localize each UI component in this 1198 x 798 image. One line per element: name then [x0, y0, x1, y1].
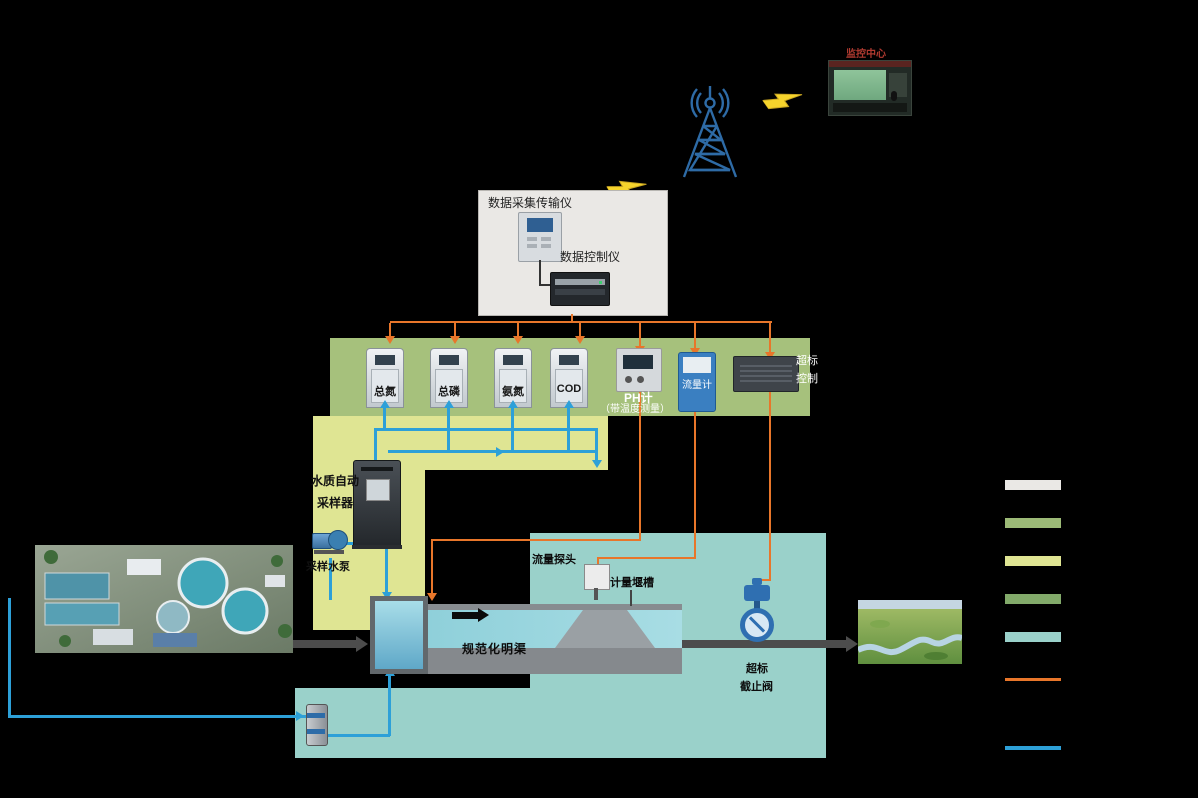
- legend-swatch: [1005, 632, 1061, 642]
- analyzer-label: 氨氮: [502, 386, 524, 398]
- valve-label-line2: 截止阀: [740, 681, 773, 693]
- analyzer-screen: [375, 355, 395, 365]
- legend-swatch: [1005, 480, 1061, 490]
- sampler-label-line2: 采样器: [317, 496, 354, 510]
- sampling-pump-label: 采样水泵: [306, 561, 350, 573]
- river-photo: [856, 600, 963, 664]
- analyzer-label: 总磷: [438, 386, 460, 398]
- data-controller-device: [550, 272, 610, 306]
- flow-probe-device: [584, 564, 610, 590]
- valve-label-line1: 超标: [746, 663, 768, 675]
- exceed-controller-label-line2: 控制: [796, 373, 818, 385]
- signal-trunk: [390, 321, 772, 323]
- return-pump-device: [306, 704, 328, 746]
- analyzer-label: COD: [556, 383, 582, 395]
- sampler-label-line1: 水质自动: [311, 474, 360, 488]
- legend-swatch: [1005, 518, 1061, 528]
- ph-meter-label: PH计: [624, 391, 653, 405]
- monitor-center-label: 监控中心: [846, 49, 886, 60]
- channel-label: 规范化明渠: [462, 642, 528, 656]
- auto-sampler-device: [352, 460, 402, 549]
- treatment-plant-photo: [35, 545, 293, 653]
- weir-label: 计量堰槽: [610, 577, 654, 589]
- ph-meter-device: [616, 348, 662, 392]
- device-link-line: [539, 284, 553, 286]
- ph-meter-note: （带温度测量）: [600, 404, 670, 415]
- exceed-controller-device: [733, 356, 799, 392]
- lightning-bolt-icon: [761, 80, 805, 120]
- exceed-controller-label-line1: 超标: [796, 355, 818, 367]
- open-channel: 规范化明渠: [370, 596, 682, 674]
- sampling-pump-device: [312, 528, 348, 558]
- analyzer-cod: COD: [550, 348, 588, 408]
- channel-zone-bottom: [295, 688, 825, 758]
- transmitter-label: 数据采集传输仪: [488, 196, 573, 210]
- legend-swatch: [1005, 556, 1061, 566]
- outlet-pipe: [678, 640, 848, 648]
- flow-probe-label: 流量探头: [532, 554, 576, 566]
- legend-swatch: [1005, 594, 1061, 604]
- controller-label: 数据控制仪: [560, 250, 621, 264]
- device-link-line: [539, 260, 541, 286]
- legend: [1005, 480, 1065, 760]
- radio-tower: [672, 84, 748, 180]
- analyzer-label: 总氮: [374, 386, 396, 398]
- monitor-center-photo: [828, 60, 912, 116]
- analyzer-ammonia: 氨氮: [494, 348, 532, 408]
- analyzer-total-phosphorus: 总磷: [430, 348, 468, 408]
- flow-meter-device: 流量计: [678, 352, 716, 412]
- radio-tower-icon: [682, 86, 738, 178]
- inlet-pipe: [288, 640, 358, 648]
- analyzer-total-nitrogen: 总氮: [366, 348, 404, 408]
- legend-line-signal: [1005, 678, 1061, 681]
- data-transmitter-device: [518, 212, 562, 262]
- signal-line: [571, 314, 573, 323]
- legend-line-water: [1005, 746, 1061, 750]
- shutoff-valve-device: [736, 578, 780, 648]
- flow-meter-label: 流量计: [682, 380, 712, 391]
